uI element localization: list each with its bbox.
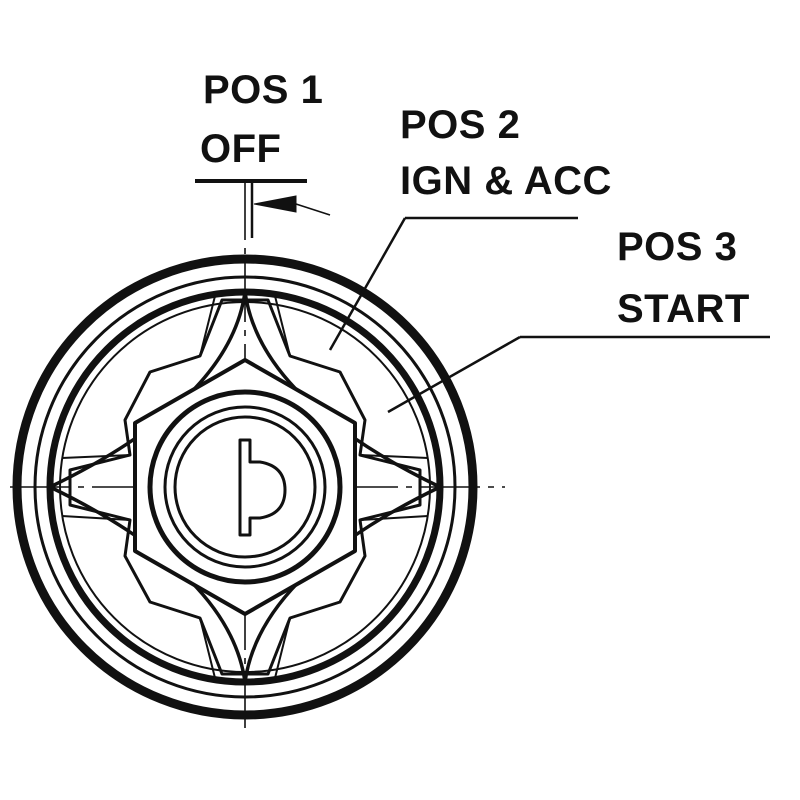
pos1-state: OFF [200,127,281,171]
pos2-title: POS 2 [400,103,520,147]
pos1-pointer [195,179,331,238]
pos1-title: POS 1 [203,68,323,112]
leader-lines [328,216,770,414]
key-slot [238,438,287,537]
pos2-state: IGN & ACC [400,159,612,203]
pos3-title: POS 3 [617,225,737,269]
pos3-leader-line-angled [387,335,521,414]
pos2-leader-line-angled [328,217,407,351]
pos3-state: START [617,287,750,331]
